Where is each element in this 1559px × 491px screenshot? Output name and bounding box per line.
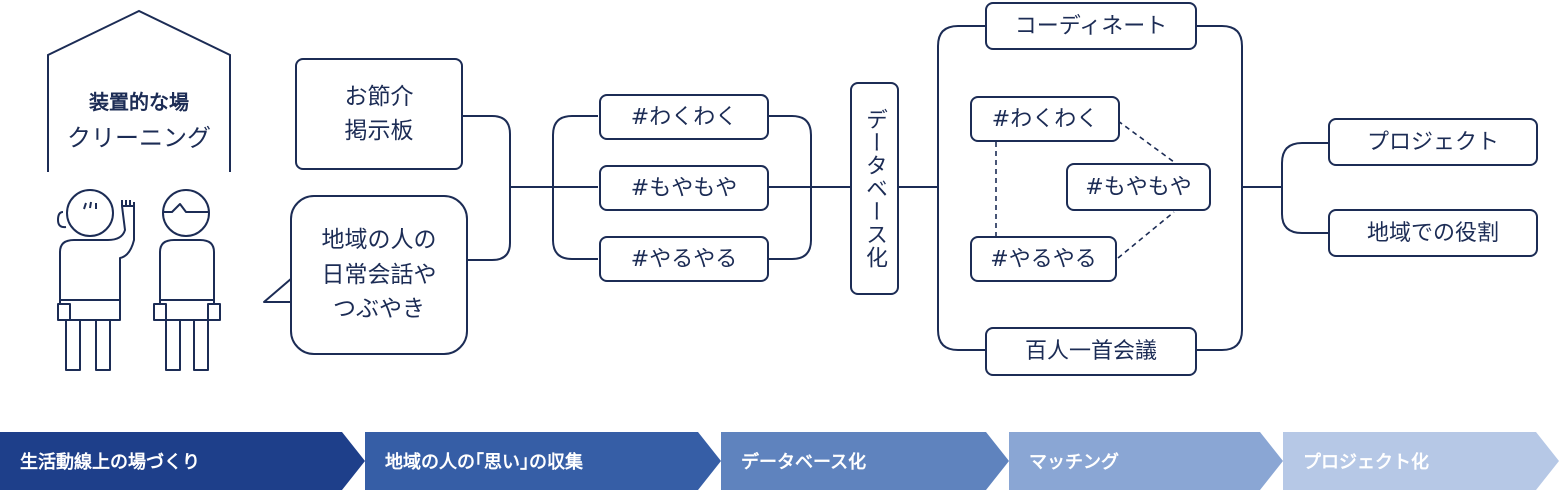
- person-icon-2: [153, 189, 221, 371]
- step-1-label: 生活動線上の場づくり: [20, 452, 200, 473]
- tag-yaruyaru: #やるやる: [599, 236, 769, 282]
- step-3-label: データベース化: [741, 452, 867, 473]
- project-box: プロジェクト: [1328, 118, 1538, 166]
- local-role-box: 地域での役割: [1328, 209, 1538, 257]
- notice-board-box: お節介 掲示板: [295, 58, 463, 170]
- matching-tag-yaruyaru: #やるやる: [970, 236, 1117, 282]
- speech-bubble-tail: [263, 277, 293, 303]
- matching-tag-moyamoya: #もやもや: [1066, 163, 1211, 211]
- speech-bubble: 地域の人の 日常会話や つぶやき: [290, 195, 468, 355]
- house-subtitle: クリーニング: [67, 124, 211, 152]
- coordinate-box: コーディネート: [985, 2, 1197, 50]
- hyakunin-box: 百人一首会議: [985, 327, 1197, 376]
- house-title: 装置的な場: [89, 90, 189, 114]
- database-box: データベース化: [850, 82, 899, 295]
- person-icon-1: [57, 189, 135, 371]
- house-outline: [47, 9, 231, 172]
- step-4-label: マッチング: [1029, 452, 1119, 473]
- step-4-shape: [1009, 432, 1283, 490]
- step-2-shape: [365, 432, 721, 490]
- step-5-shape: [1283, 432, 1559, 490]
- tag-wakuwaku: #わくわく: [599, 94, 769, 140]
- step-1-shape: [0, 432, 365, 490]
- matching-tag-wakuwaku: #わくわく: [970, 96, 1120, 142]
- step-2-label: 地域の人の｢思い｣の収集: [385, 452, 583, 473]
- tag-moyamoya: #もやもや: [599, 165, 769, 211]
- step-3-shape: [721, 432, 1009, 490]
- step-5-label: プロジェクト化: [1303, 452, 1429, 473]
